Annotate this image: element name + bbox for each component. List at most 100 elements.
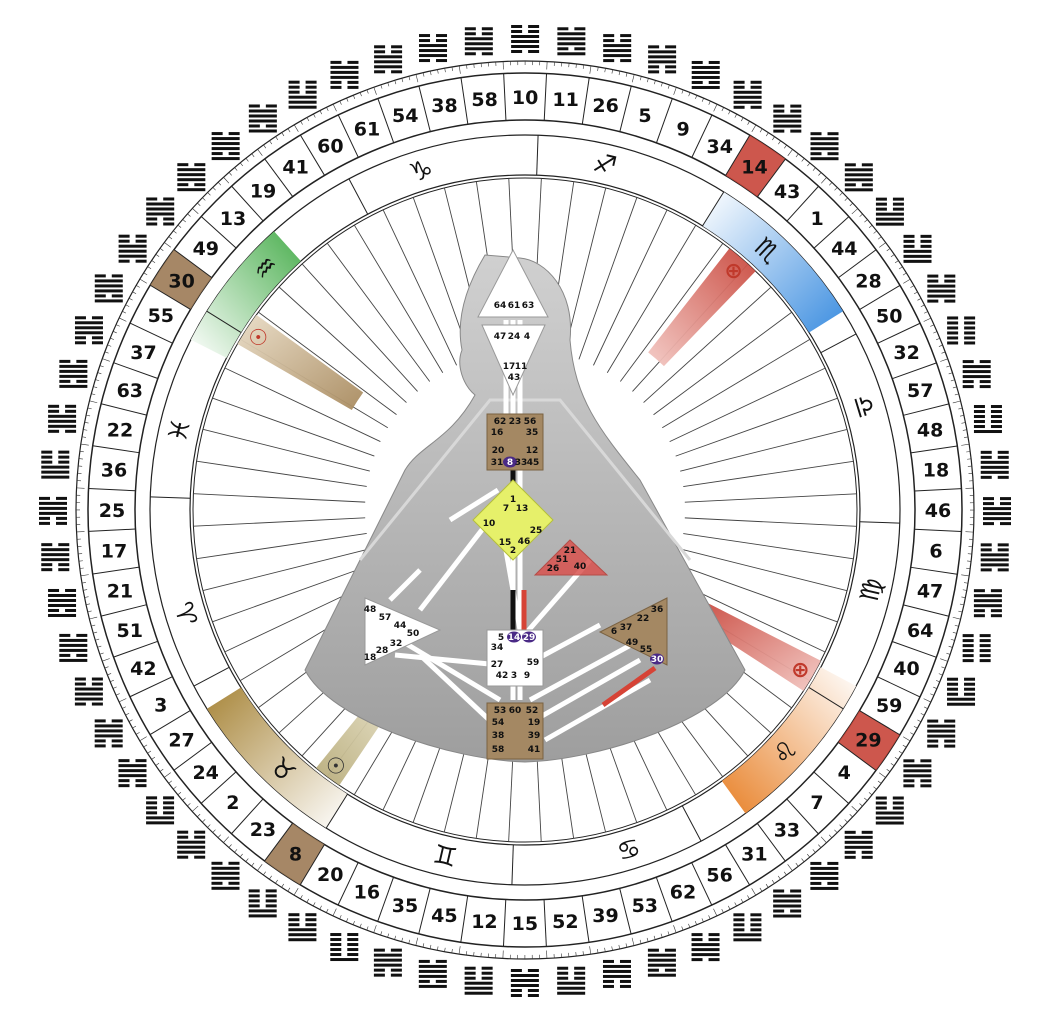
- hexagram-line: [266, 894, 277, 897]
- hexagram-line: [944, 720, 955, 723]
- tick-mark: [914, 726, 917, 728]
- hexagram-line: [48, 599, 76, 602]
- tick-mark: [924, 699, 931, 702]
- hexagram-line: [419, 985, 447, 988]
- hexagram-line: [963, 644, 974, 647]
- hexagram-line: [574, 977, 585, 980]
- hexagram-line: [511, 984, 539, 987]
- tick-mark: [89, 401, 97, 403]
- hexagram-line: [249, 104, 260, 107]
- hexagram-line: [511, 25, 522, 28]
- tick-mark: [933, 687, 937, 689]
- hexagram-line: [811, 147, 839, 150]
- hexagram-line: [95, 739, 106, 742]
- tick-mark: [864, 798, 867, 801]
- hexagram-line: [927, 300, 938, 303]
- tick-mark: [964, 583, 968, 584]
- gate-divider: [89, 488, 136, 490]
- spleen-gate-32: 32: [390, 639, 403, 649]
- tick-mark: [116, 694, 120, 696]
- tick-mark: [714, 104, 717, 111]
- tick-mark: [921, 713, 925, 715]
- hexagram-line: [773, 115, 801, 118]
- hexagram-line: [419, 970, 447, 973]
- hexagram-line: [751, 106, 762, 109]
- wheel-gate-31: 31: [741, 843, 767, 865]
- tick-mark: [955, 394, 959, 395]
- tick-mark: [430, 71, 431, 75]
- tick-mark: [626, 73, 627, 77]
- hexagram-line: [903, 779, 914, 782]
- hexagram-line: [266, 104, 277, 107]
- hexagram-line: [48, 609, 59, 612]
- hexagram-icon: [904, 235, 932, 263]
- hexagram-line: [177, 188, 205, 191]
- hexagram-line: [330, 943, 341, 946]
- tick-mark: [924, 312, 928, 314]
- hexagram-line: [177, 846, 205, 849]
- hexagram-line: [773, 895, 801, 898]
- hexagram-line: [419, 960, 430, 963]
- hexagram-line: [557, 47, 568, 50]
- hexagram-icon: [811, 132, 839, 160]
- hexagram-line: [249, 124, 260, 127]
- wheel-gate-33: 33: [774, 819, 800, 841]
- earth-lower-icon: ⊕: [791, 658, 809, 683]
- hexagram-line: [963, 639, 974, 642]
- hexagram-line: [374, 45, 385, 48]
- hexagram-line: [811, 152, 822, 155]
- hexagram-line: [944, 275, 955, 278]
- hexagram-line: [648, 954, 676, 957]
- tick-mark: [747, 895, 749, 898]
- tick-mark: [772, 137, 774, 140]
- hexagram-line: [95, 289, 123, 292]
- tick-mark: [869, 792, 872, 795]
- tick-mark: [946, 653, 950, 654]
- hexagram-line: [65, 589, 76, 592]
- tick-mark: [903, 279, 910, 283]
- tick-mark: [760, 129, 762, 132]
- hexagram-line: [963, 375, 991, 378]
- tick-mark: [891, 763, 894, 765]
- hexagram-line: [981, 476, 992, 479]
- hexagram-line: [374, 959, 402, 962]
- hexagram-line: [557, 992, 585, 995]
- gate-divider: [892, 363, 936, 379]
- tick-mark: [674, 87, 677, 95]
- hexagram-line: [229, 132, 240, 135]
- hexagram-line: [981, 451, 992, 454]
- hexagram-line: [980, 385, 991, 388]
- hexagram-line: [249, 904, 260, 907]
- tick-mark: [951, 380, 955, 381]
- hexagram-line: [92, 341, 103, 344]
- hexagram-line: [75, 678, 86, 681]
- tick-mark: [924, 318, 931, 321]
- tick-mark: [81, 444, 89, 445]
- hexagram-icon: [211, 862, 239, 890]
- hexagram-line: [59, 375, 87, 378]
- hexagram-line: [528, 30, 539, 33]
- hexagram-line: [39, 497, 50, 500]
- hexagram-line: [810, 867, 838, 870]
- gate-divider: [582, 896, 589, 942]
- hexagram-line: [177, 851, 205, 854]
- hexagram-line: [927, 725, 955, 728]
- hexagram-line: [845, 178, 873, 181]
- tick-mark: [661, 934, 662, 938]
- hexagram-line: [980, 659, 991, 662]
- tick-mark: [98, 373, 102, 374]
- zodiac-libra-icon: ♎: [846, 391, 882, 422]
- zodiac-divider: [150, 497, 190, 498]
- hexagram-icon: [983, 497, 1011, 525]
- spleen-gate-48: 48: [364, 605, 377, 615]
- sacral-gate-27: 27: [491, 660, 504, 670]
- hexagram-line: [692, 958, 703, 961]
- hexagram-line: [482, 27, 493, 30]
- throat-gate-62: 62: [494, 417, 507, 427]
- tick-mark: [445, 948, 446, 952]
- gate-divider: [892, 641, 936, 657]
- hexagram-line: [118, 759, 129, 762]
- tick-mark: [869, 225, 872, 228]
- hexagram-line: [903, 764, 931, 767]
- hexagram-line: [790, 890, 801, 893]
